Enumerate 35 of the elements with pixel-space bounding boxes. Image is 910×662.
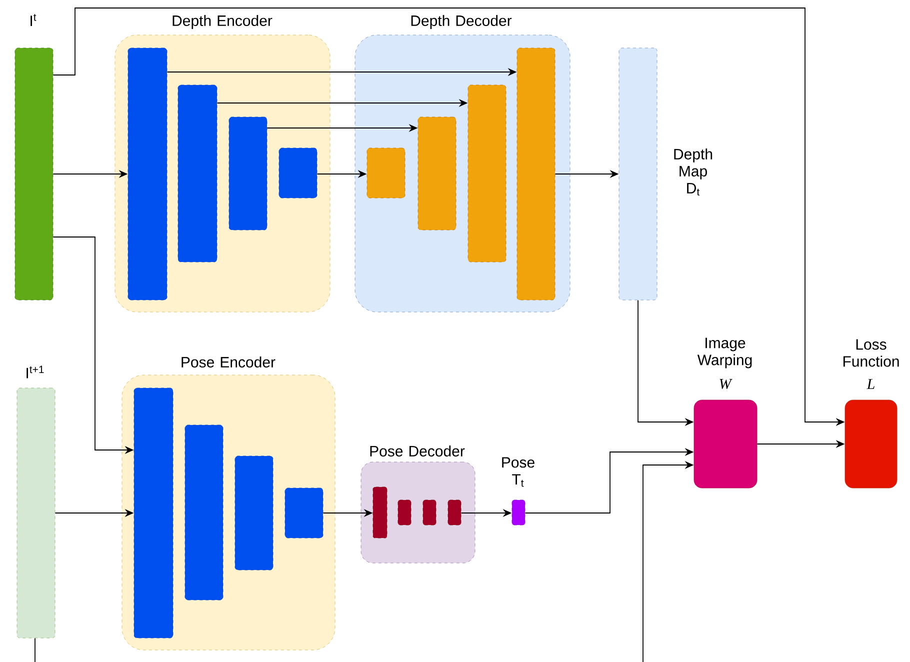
connector-line [34, 638, 36, 662]
layer-block [468, 84, 506, 262]
layer-block [372, 486, 388, 538]
layer-block [284, 488, 324, 538]
node-label: Depth Map D$_{t}$ [674, 148, 712, 196]
pose-vector: Pose T$_{t}$ [502, 457, 534, 526]
layer-block [134, 388, 174, 638]
image-bar: I$^{t+1}$ [16, 366, 56, 638]
node-label: Pose T$_{t}$ [502, 457, 534, 487]
node-label: I$^{t+1}$ [26, 366, 44, 378]
layer-block [366, 148, 406, 198]
node-label: W [720, 378, 732, 390]
layer-block [516, 48, 556, 300]
layer-block [398, 500, 412, 526]
layer-block [234, 456, 274, 570]
node-label: Pose Encoder [182, 356, 276, 368]
image-bar: I$^{t}$ [14, 14, 54, 300]
depth-map-bar: Depth Map D$_{t}$ [618, 48, 712, 300]
warping-box: Image Warping W [694, 338, 758, 488]
loss-box: Loss Function L [843, 339, 899, 488]
node-label: Image Warping [697, 338, 752, 368]
node-label: Loss Function [843, 339, 899, 367]
layer-block [184, 424, 224, 600]
layer-block [128, 48, 168, 300]
layer-block [178, 84, 218, 262]
node-label: Depth Decoder [411, 15, 512, 29]
layer-block [418, 116, 456, 230]
node-label: Pose Decoder [370, 446, 465, 457]
layer-block [228, 116, 268, 230]
node-label: L [866, 379, 874, 389]
node-label: Depth Encoder [172, 15, 272, 29]
layer-block [422, 500, 436, 526]
layer-block [448, 500, 462, 526]
layer-block [278, 148, 318, 198]
node-label: I$^{t}$ [30, 14, 36, 26]
